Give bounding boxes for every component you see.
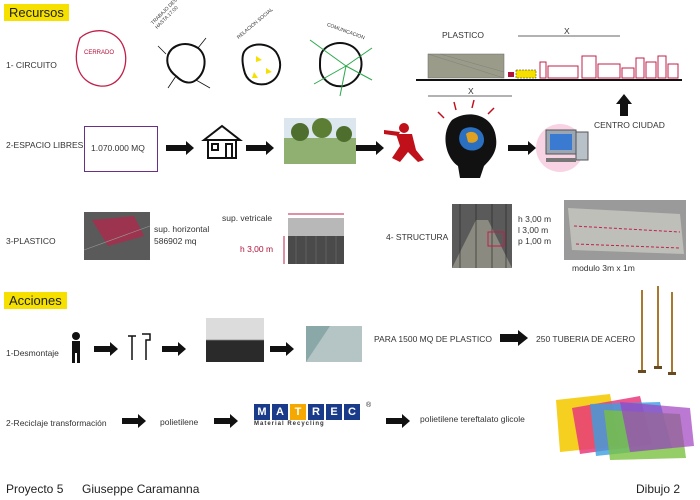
house-icon — [201, 124, 243, 159]
relacion-mark-2 — [266, 68, 272, 74]
arrow-icon-11 — [386, 414, 410, 428]
matrec-subtitle: Material Recycling — [254, 421, 325, 427]
centro-arrow-icon — [616, 94, 632, 116]
arrow-icon-5 — [94, 342, 118, 356]
area-box: 1.070.000 MQ — [84, 126, 158, 172]
plastico-small-red — [508, 72, 514, 77]
x-top-label: X — [564, 26, 570, 36]
arrow-icon-7 — [270, 342, 294, 356]
trabajo-arrow-4 — [195, 79, 211, 89]
section-title-recursos: Recursos — [4, 4, 69, 21]
pipe-ends — [638, 366, 676, 375]
sup-horizontal-line2: 586902 mq — [154, 236, 197, 246]
arrow-icon-4 — [508, 141, 536, 155]
section-title-acciones: Acciones — [4, 292, 67, 309]
footer-project: Proyecto 5 — [6, 482, 64, 496]
relacion-mark-1 — [256, 56, 262, 62]
area-value: 1.070.000 MQ — [91, 143, 145, 153]
arrow-icon-6 — [162, 342, 186, 356]
row-label-structura: 4- STRUCTURA — [386, 232, 449, 242]
row-label-circuito: 1- CIRCUITO — [6, 60, 57, 70]
matrec-letter-tile: R — [308, 404, 324, 420]
relacion-mark-3 — [252, 72, 258, 78]
polietilene-label: polietilene — [160, 417, 199, 427]
person-icon — [72, 332, 80, 363]
para-plastico-label: PARA 1500 MQ DE PLASTICO — [374, 334, 492, 344]
runner-icon — [384, 123, 424, 162]
head-rays — [437, 99, 495, 119]
row-label-plastico: 3-PLASTICO — [6, 236, 56, 246]
arrow-icon-3 — [356, 141, 384, 155]
arrow-icon-2 — [246, 141, 274, 155]
structura-dim-l: l 3,00 m — [518, 225, 549, 235]
plastico-yellow-block — [515, 69, 537, 79]
steel-pipes-icon — [641, 286, 673, 374]
cerrado-label: CERRADO — [84, 50, 115, 56]
city-buildings — [539, 55, 679, 79]
computer-icon — [536, 124, 589, 172]
sup-horizontal-line1: sup. horizontal — [154, 224, 210, 234]
tools-icon — [128, 333, 151, 360]
centro-ciudad-label: CENTRO CIUDAD — [594, 120, 665, 130]
matrec-letter-tile: A — [272, 404, 288, 420]
matrec-letter-tile: T — [290, 404, 306, 420]
comunicacion-lines — [309, 39, 373, 97]
head-icon — [445, 114, 497, 178]
matrec-letter-tile: E — [326, 404, 342, 420]
x-bottom-label: X — [468, 86, 474, 96]
structura-dim-h: h 3,00 m — [518, 214, 552, 224]
trabajo-arrow-2 — [197, 37, 207, 49]
pet-label: polietilene tereftalato glicole — [420, 414, 525, 424]
arrow-icon-8 — [500, 330, 528, 346]
plastico-circuit-label: PLASTICO — [442, 30, 485, 40]
matrec-registered: ® — [366, 402, 372, 409]
matrec-letter-tile: M — [254, 404, 270, 420]
footer-author: Giuseppe Caramanna — [82, 482, 200, 496]
arrow-icon-1 — [166, 141, 194, 155]
cerrado-shape — [75, 30, 127, 87]
tuberia-label: 250 TUBERIA DE ACERO — [536, 334, 636, 344]
row-label-desmontaje: 1-Desmontaje — [6, 348, 59, 358]
comunicacion-shape — [318, 42, 363, 88]
footer-drawing: Dibujo 2 — [636, 482, 681, 496]
structura-highlight — [487, 231, 505, 247]
arrow-icon-9 — [122, 414, 146, 428]
structura-dim-p: p 1,00 m — [518, 236, 552, 246]
arrow-icon-10 — [214, 414, 238, 428]
trabajo-arrow-1 — [157, 45, 167, 55]
plastic-sheets-image — [556, 394, 694, 460]
trabajo-arrow-3 — [167, 75, 177, 89]
plastico-height-label: h 3,00 m — [240, 244, 274, 254]
sup-vertical-label: sup. vetricale — [222, 213, 273, 223]
matrec-letter-tile: C — [344, 404, 360, 420]
relacion-shape — [241, 43, 282, 86]
modulo-label: modulo 3m x 1m — [572, 263, 635, 273]
row-label-reciclaje: 2-Reciclaje transformación — [6, 418, 107, 428]
row-label-espacio-libres: 2-ESPACIO LIBRES — [6, 140, 84, 150]
